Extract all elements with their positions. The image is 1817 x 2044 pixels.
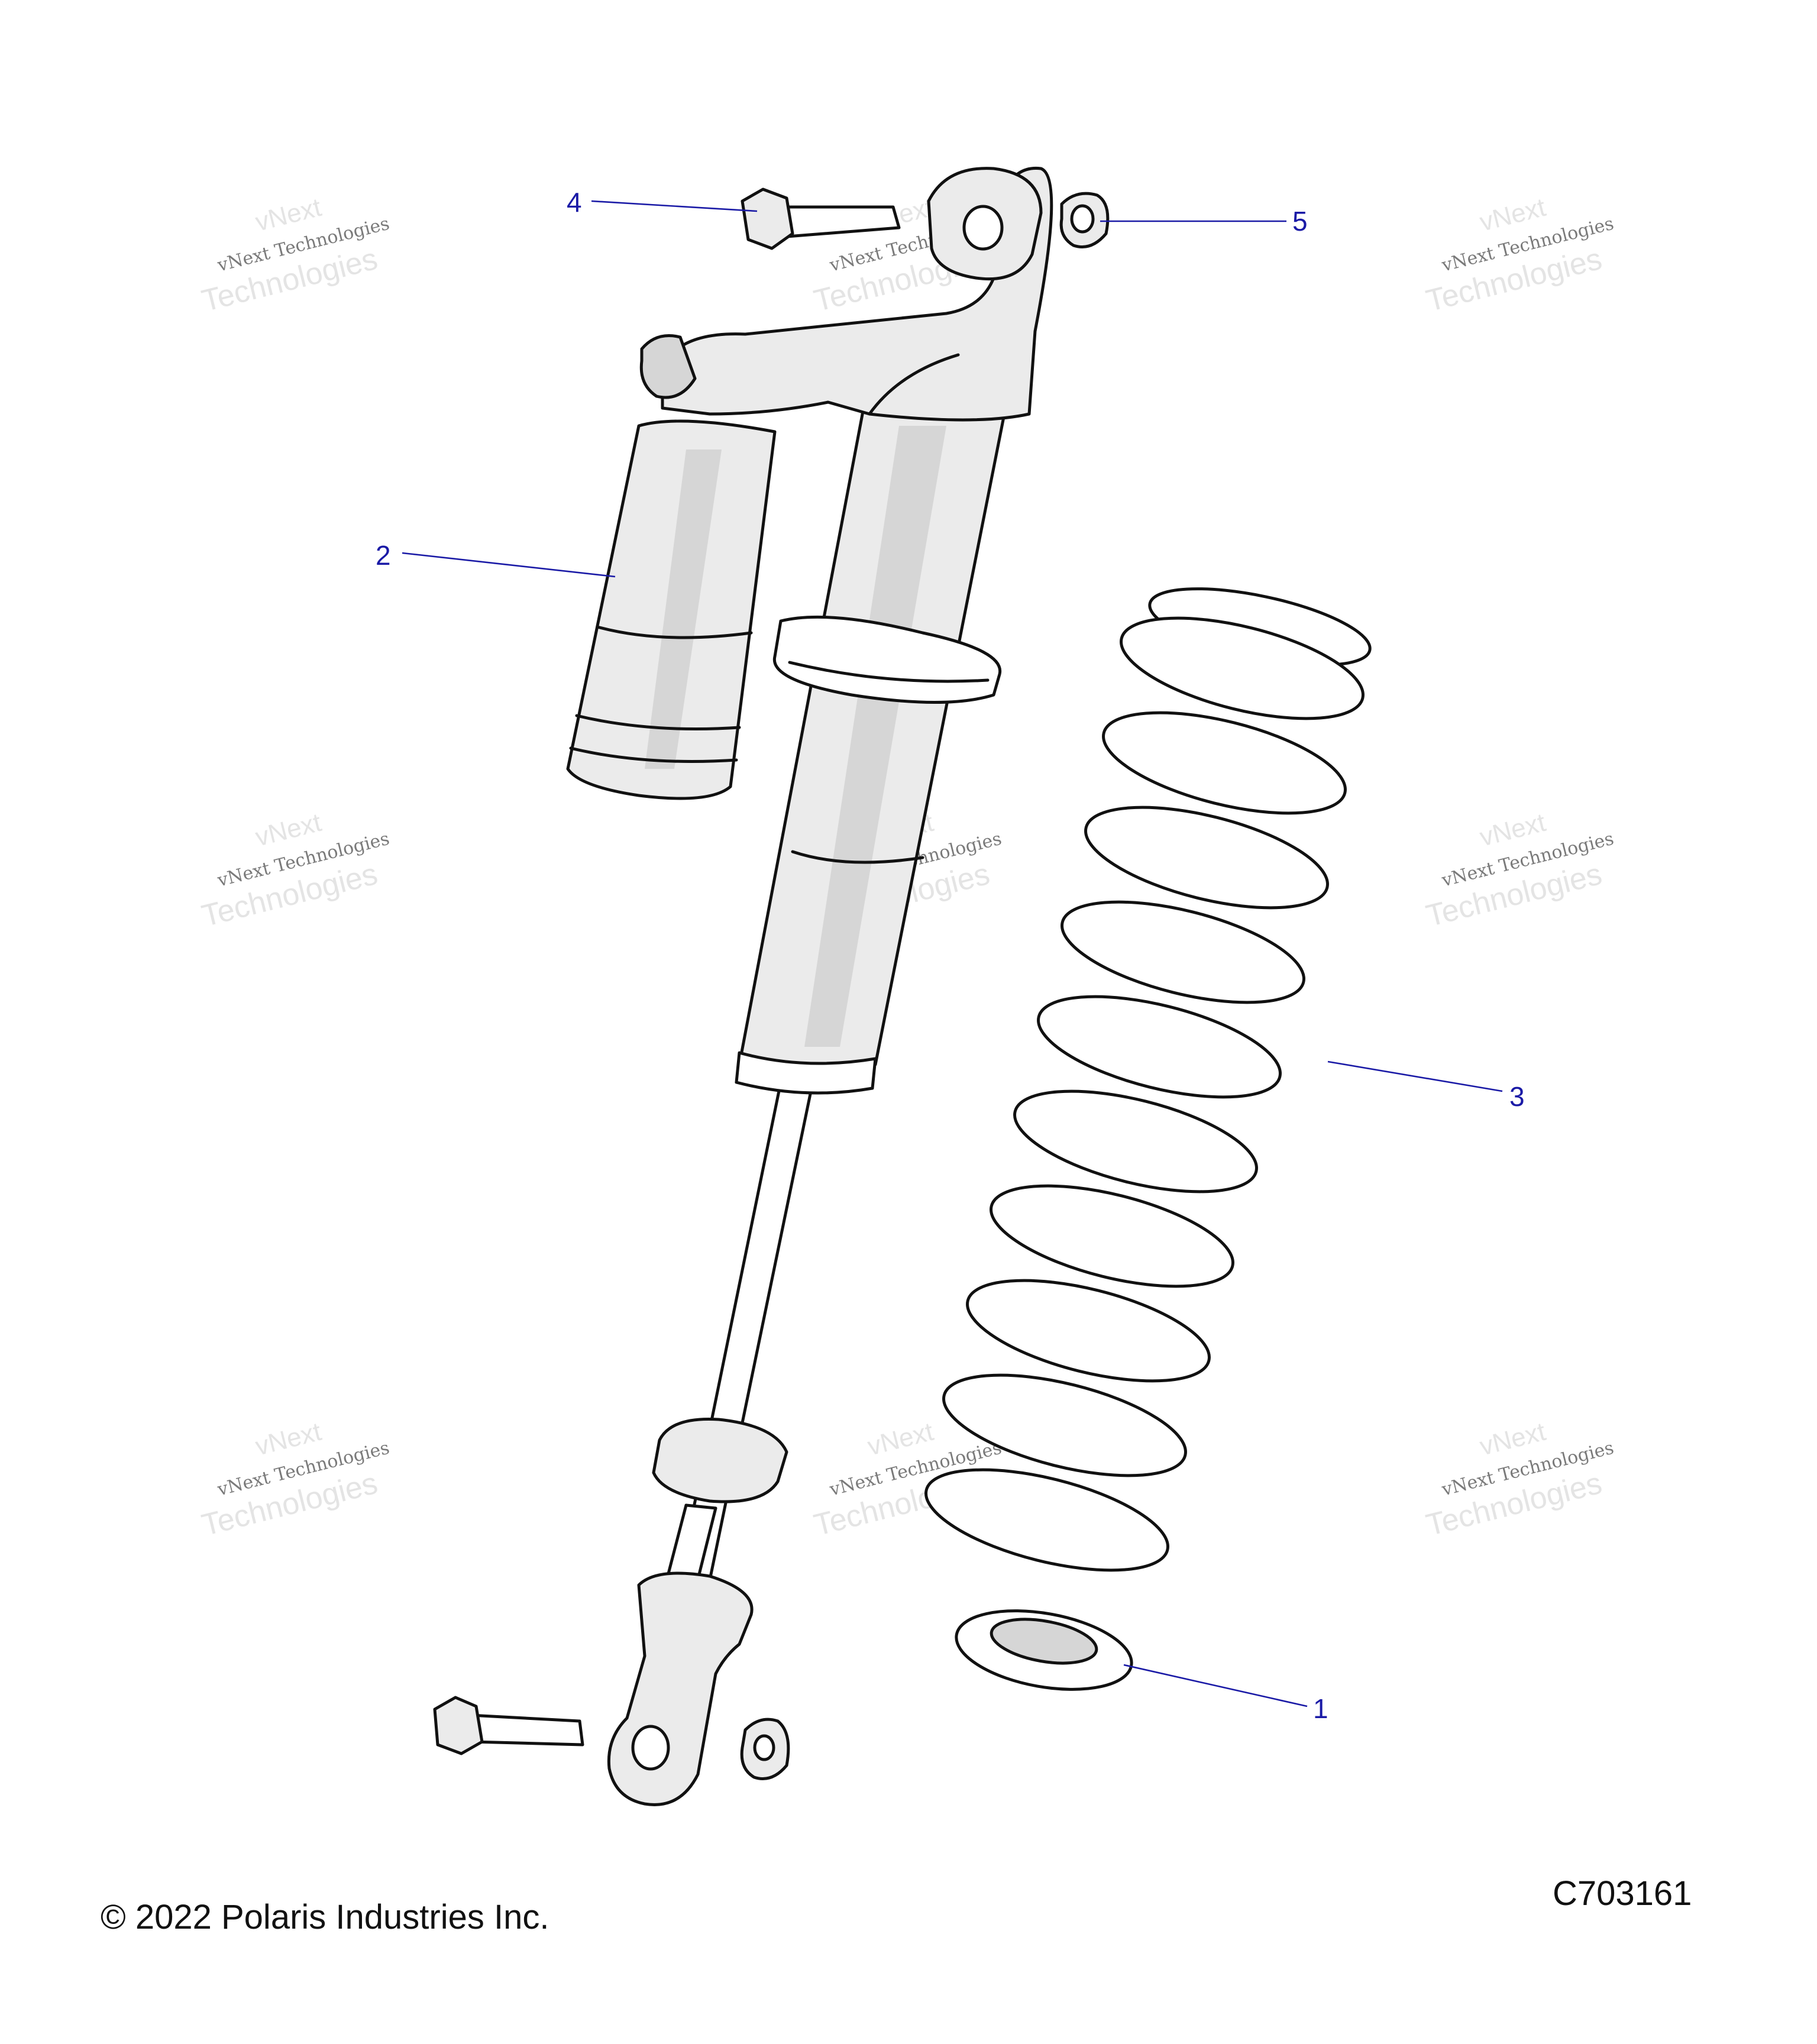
svg-text:5: 5 — [1292, 206, 1308, 237]
top-eyelet-hole — [962, 205, 1004, 251]
svg-text:vNext: vNext — [253, 193, 324, 237]
callout-1: 1 — [1123, 1664, 1328, 1724]
bottom-eyelet-hole — [631, 1725, 670, 1771]
watermark: vNext vNext Technologies Technologies — [1422, 193, 1616, 318]
callout-2: 2 — [376, 540, 616, 578]
svg-text:4: 4 — [567, 187, 582, 218]
watermark: vNext vNext Technologies Technologies — [1422, 808, 1616, 933]
svg-text:vNext: vNext — [1477, 808, 1548, 852]
watermark: vNext vNext Technologies Technologies — [198, 193, 392, 318]
callout-4: 4 — [567, 187, 758, 218]
bottom-bushing — [740, 1718, 790, 1780]
svg-text:vNext: vNext — [253, 1417, 324, 1461]
spring-seat — [955, 1609, 1133, 1691]
bump-stop — [652, 1417, 788, 1503]
svg-text:vNext: vNext — [1477, 1417, 1548, 1461]
svg-text:2: 2 — [376, 540, 391, 571]
copyright-notice: © 2022 Polaris Industries Inc. — [101, 1898, 549, 1936]
svg-text:1: 1 — [1313, 1693, 1328, 1724]
body-bottom-ring — [735, 1051, 877, 1095]
coil-spring — [924, 587, 1372, 1572]
main-body-shade — [804, 426, 946, 1047]
mount-bolt — [741, 187, 901, 250]
watermark: vNext vNext Technologies Technologies — [1422, 1417, 1616, 1542]
svg-text:3: 3 — [1509, 1081, 1525, 1112]
bottom-eyelet — [607, 1571, 754, 1806]
svg-text:vNext: vNext — [1477, 193, 1548, 237]
reservoir-adjuster — [639, 334, 697, 399]
bushing — [1059, 192, 1110, 248]
watermark: vNext vNext Technologies Technologies — [198, 808, 392, 933]
shock-absorber — [607, 166, 1053, 1806]
figure-id: C703161 — [1553, 1874, 1692, 1913]
preload-collar — [772, 615, 1002, 704]
svg-text:vNext: vNext — [865, 1417, 936, 1461]
shock-reservoir — [566, 419, 777, 800]
svg-text:vNext: vNext — [253, 808, 324, 852]
bottom-bolt — [433, 1696, 584, 1755]
callout-5: 5 — [1100, 206, 1308, 237]
watermark: vNext vNext Technologies Technologies — [198, 1417, 392, 1542]
callout-3: 3 — [1327, 1060, 1525, 1112]
